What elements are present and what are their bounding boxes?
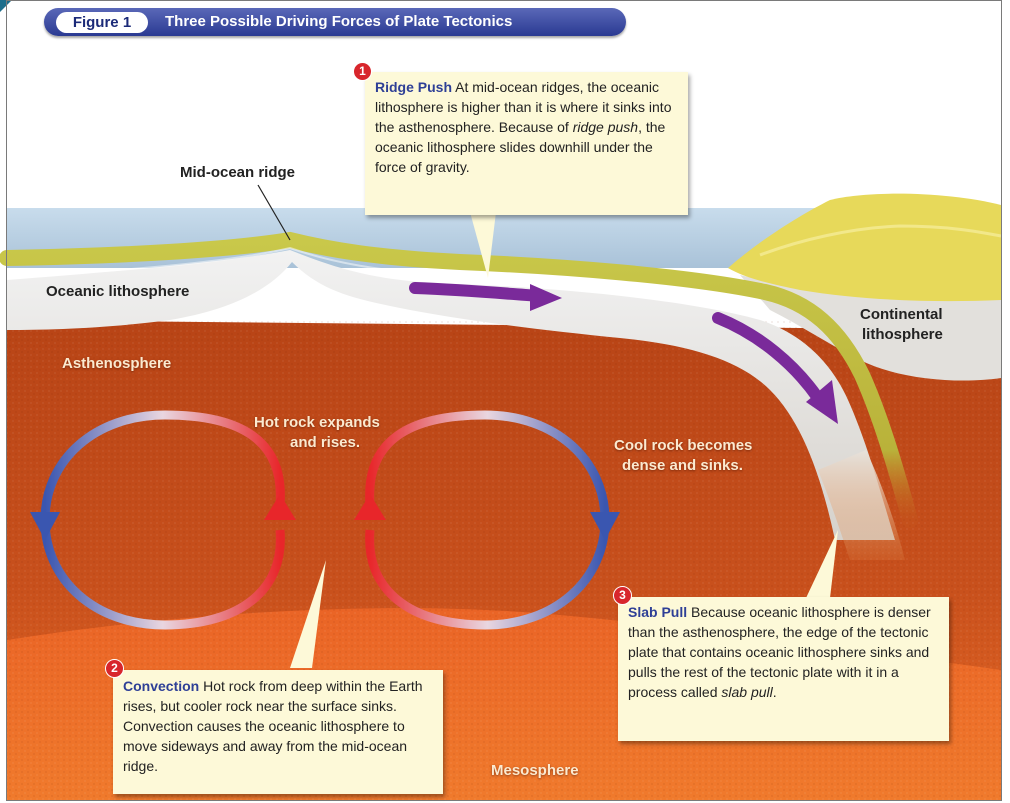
callout-emphasis: slab pull [721, 684, 772, 700]
callout-heading: Ridge Push [375, 79, 452, 95]
callout-heading: Slab Pull [628, 604, 687, 620]
label-oceanic-lithosphere: Oceanic lithosphere [46, 283, 189, 300]
label-cool-rock-line1: Cool rock becomes [614, 437, 752, 454]
figure-title: Three Possible Driving Forces of Plate T… [165, 11, 512, 33]
label-continental-lithosphere-line1: Continental [860, 306, 943, 323]
callout-convection: Convection Hot rock from deep within the… [113, 670, 443, 794]
label-mesosphere: Mesosphere [491, 762, 579, 779]
callout-heading: Convection [123, 678, 199, 694]
label-hot-rock-line2: and rises. [290, 434, 360, 451]
corner-mark [0, 0, 12, 12]
callout-text-end: . [773, 684, 777, 700]
number-badge-2: 2 [105, 659, 124, 678]
label-asthenosphere: Asthenosphere [62, 355, 171, 372]
label-cool-rock-line2: dense and sinks. [622, 457, 743, 474]
callout-ridge-push: Ridge Push At mid-ocean ridges, the ocea… [365, 72, 688, 215]
number-badge-1: 1 [353, 62, 372, 81]
number-badge-3: 3 [613, 586, 632, 605]
callout-slab-pull: Slab Pull Because oceanic lithosphere is… [618, 597, 949, 741]
label-continental-lithosphere-line2: lithosphere [862, 326, 943, 343]
label-mid-ocean-ridge: Mid-ocean ridge [180, 164, 295, 181]
callout-emphasis: ridge push [573, 119, 638, 135]
figure-number: Figure 1 [56, 12, 148, 33]
label-hot-rock-line1: Hot rock expands [254, 414, 380, 431]
